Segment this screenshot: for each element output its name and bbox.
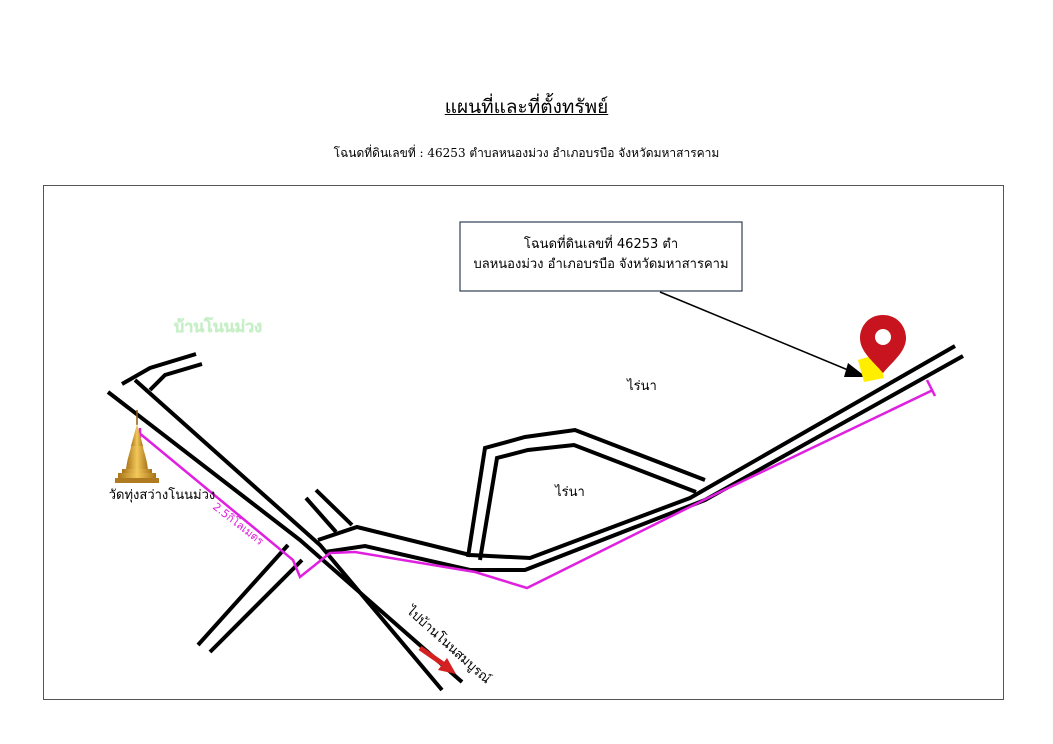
east-road-edge-upper	[317, 344, 956, 561]
direction-label: ไปบ้านโนนสมบูรณ์	[403, 602, 495, 687]
callout-line-1: โฉนดที่ดินเลขที่ 46253 ตำ	[524, 235, 678, 252]
map-frame	[43, 185, 1004, 700]
route-end-tick	[925, 379, 937, 397]
main-road-edge-lower	[133, 378, 444, 692]
page-subtitle: โฉนดที่ดินเลขที่ : 46253 ตำบลหนองม่วง อำ…	[333, 146, 720, 160]
southwest-road-edge-2	[208, 558, 304, 654]
callout-pointer	[659, 291, 866, 377]
main-road-edge-upper	[106, 390, 464, 684]
stub-road-edge-2	[304, 496, 338, 534]
field-label-north: ไร่นา	[626, 378, 657, 394]
north-branch-edge-1	[121, 352, 197, 386]
east-road-edge-lower	[324, 354, 964, 572]
direction-arrow-icon	[418, 645, 456, 674]
southwest-road-edge-1	[196, 543, 290, 647]
callout-box	[459, 221, 743, 292]
loop-road-outer	[466, 427, 706, 558]
callout-line-2: บลหนองม่วง อำเภอบรบือ จังหวัดมหาสารคาม	[473, 256, 728, 272]
pointer-arrowhead-icon	[844, 363, 866, 377]
loop-road-inner	[478, 442, 697, 561]
pointer-line	[659, 291, 849, 371]
pagoda-icon	[115, 410, 159, 483]
road-network	[106, 344, 964, 692]
route-line-main	[137, 388, 934, 590]
temple-label: วัดทุ่งสว่างโนนม่วง	[109, 487, 216, 503]
location-pin-icon	[860, 315, 906, 373]
stub-road-edge-1	[314, 488, 354, 527]
parcel-callout: โฉนดที่ดินเลขที่ 46253 ตำ บลหนองม่วง อำเ…	[459, 221, 743, 292]
field-label-center: ไร่นา	[554, 484, 585, 500]
page-title: แผนที่และที่ตั้งทรัพย์	[444, 96, 609, 118]
village-label: บ้านโนนม่วง	[174, 316, 262, 336]
north-branch-edge-2	[148, 362, 203, 392]
